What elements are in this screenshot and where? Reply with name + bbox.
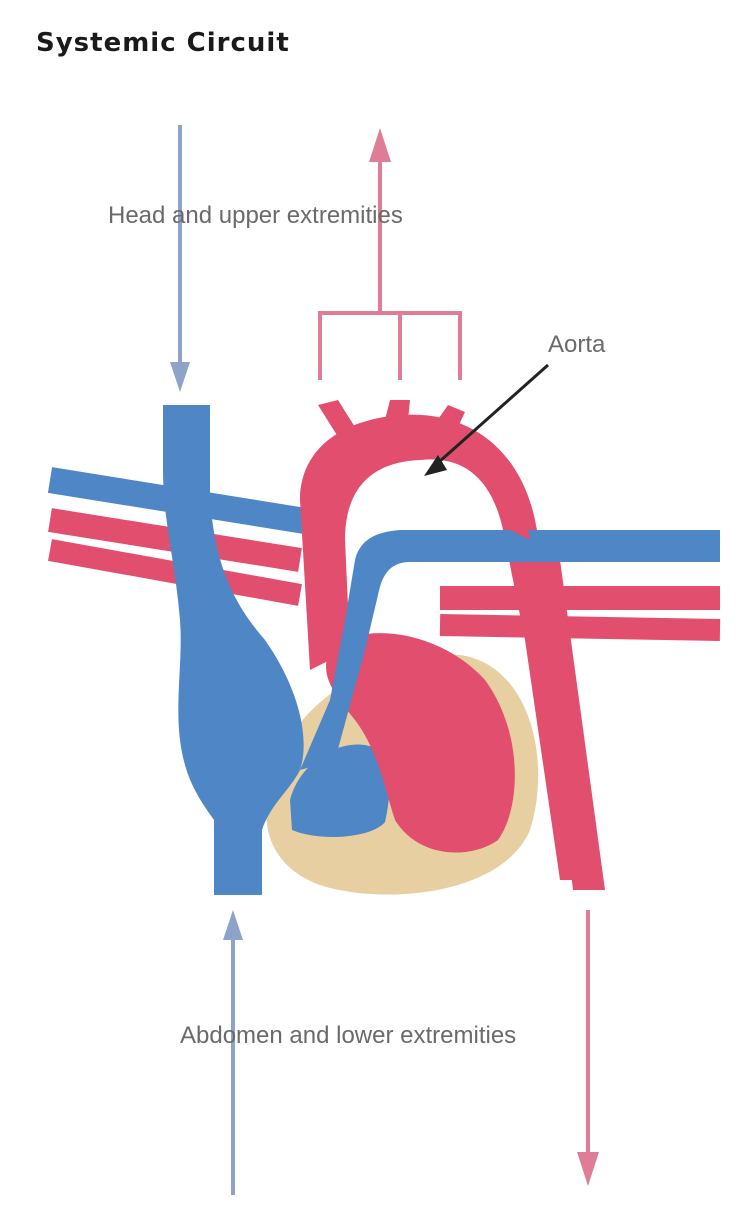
diagram-title: Systemic Circuit (36, 28, 290, 58)
pulmonary-vein-right-lower (440, 625, 720, 630)
aorta-branch-middle (385, 400, 410, 420)
head-and-upper-extremities-label: Head and upper extremities (108, 202, 403, 230)
aorta-branch-lines (320, 155, 460, 380)
aorta-label: Aorta (548, 331, 605, 359)
arrow-down-artery-head (577, 1152, 599, 1186)
aorta-branch-left (318, 400, 358, 440)
arrow-down-vein-head (170, 362, 190, 392)
arrow-up-vein-head (223, 910, 243, 940)
arrow-up-artery-head (369, 128, 391, 162)
abdomen-and-lower-extremities-label: Abdomen and lower extremities (180, 1022, 516, 1050)
